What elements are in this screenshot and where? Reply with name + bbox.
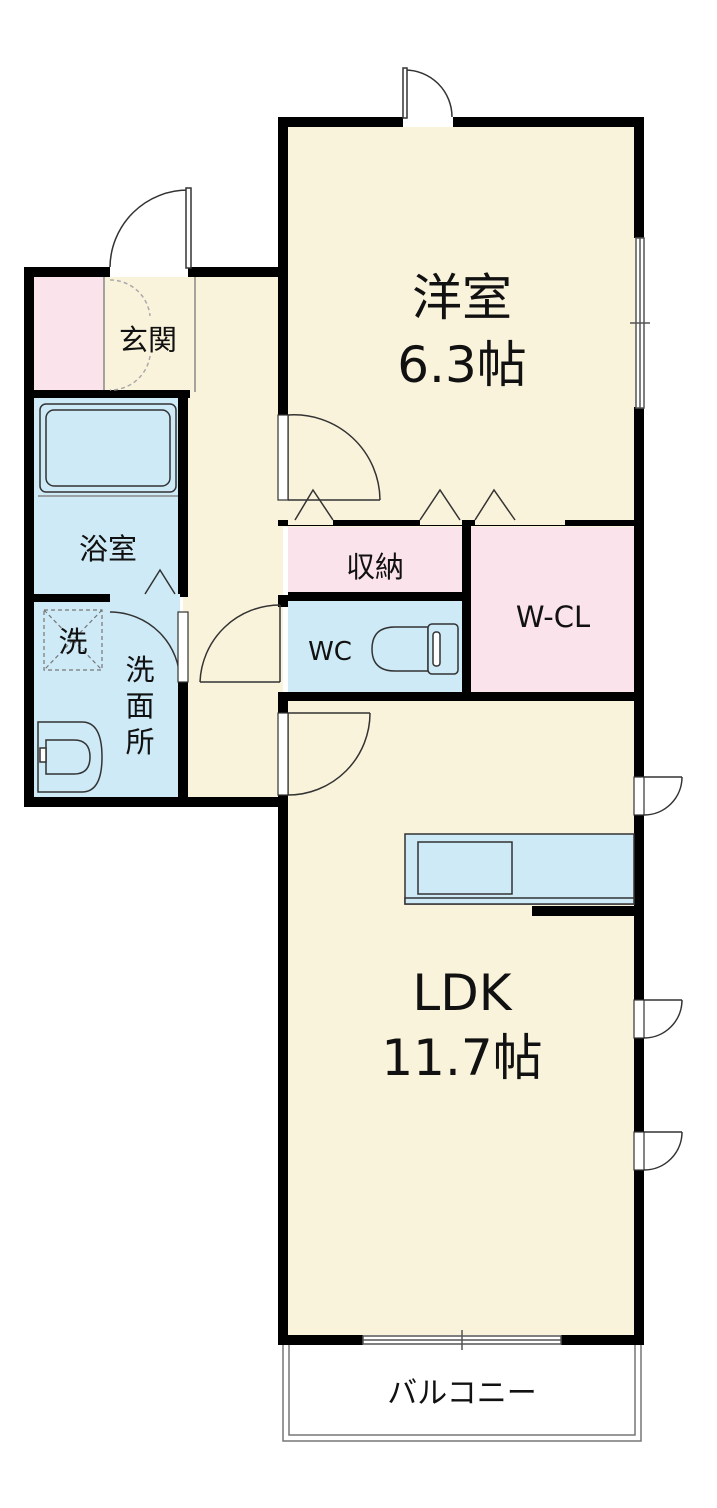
ldk-floor [283,697,638,1335]
ldk-name: LDK [412,964,512,1022]
thin-lines [38,277,196,497]
wcl-floor [470,527,638,693]
bathroom-label: 浴室 [79,532,137,566]
storage-label: 収納 [346,550,404,584]
wc-label: WC [308,637,352,667]
floor-fills [32,122,641,1441]
kitchen-counter-icon [404,833,635,905]
wcl-label: W-CL [516,600,590,634]
balcony-outline [282,1338,642,1442]
washroom-label-2: 面 [125,689,154,723]
western-room-name: 洋室 [412,269,512,327]
western-room-floor [283,122,638,527]
washroom-label-1: 洗 [125,653,154,687]
door-frames [177,414,645,1171]
balcony-floor [283,1345,641,1441]
shoe-closet-floor [32,277,104,392]
hallway-floor [183,272,283,800]
entrance-floor [100,272,190,392]
entrance-label: 玄関 [119,323,177,357]
door-swing-icon [109,67,683,1171]
washer-icon [43,609,103,671]
room-labels: 洋室 6.3帖 LDK 11.7帖 玄関 浴室 収納 WC W-CL 洗 面 所… [58,269,590,1411]
washbasin-icon [37,721,103,793]
balcony-label: バルコニー [387,1376,536,1411]
ldk-size: 11.7帖 [381,1029,542,1087]
washroom-label-3: 所 [125,725,154,759]
bathtub-icon [39,403,177,493]
storage-floor [288,527,462,593]
western-room-size: 6.3帖 [397,336,527,394]
window-icon [362,237,650,1350]
washer-label: 洗 [58,625,87,659]
toilet-icon [371,623,459,675]
